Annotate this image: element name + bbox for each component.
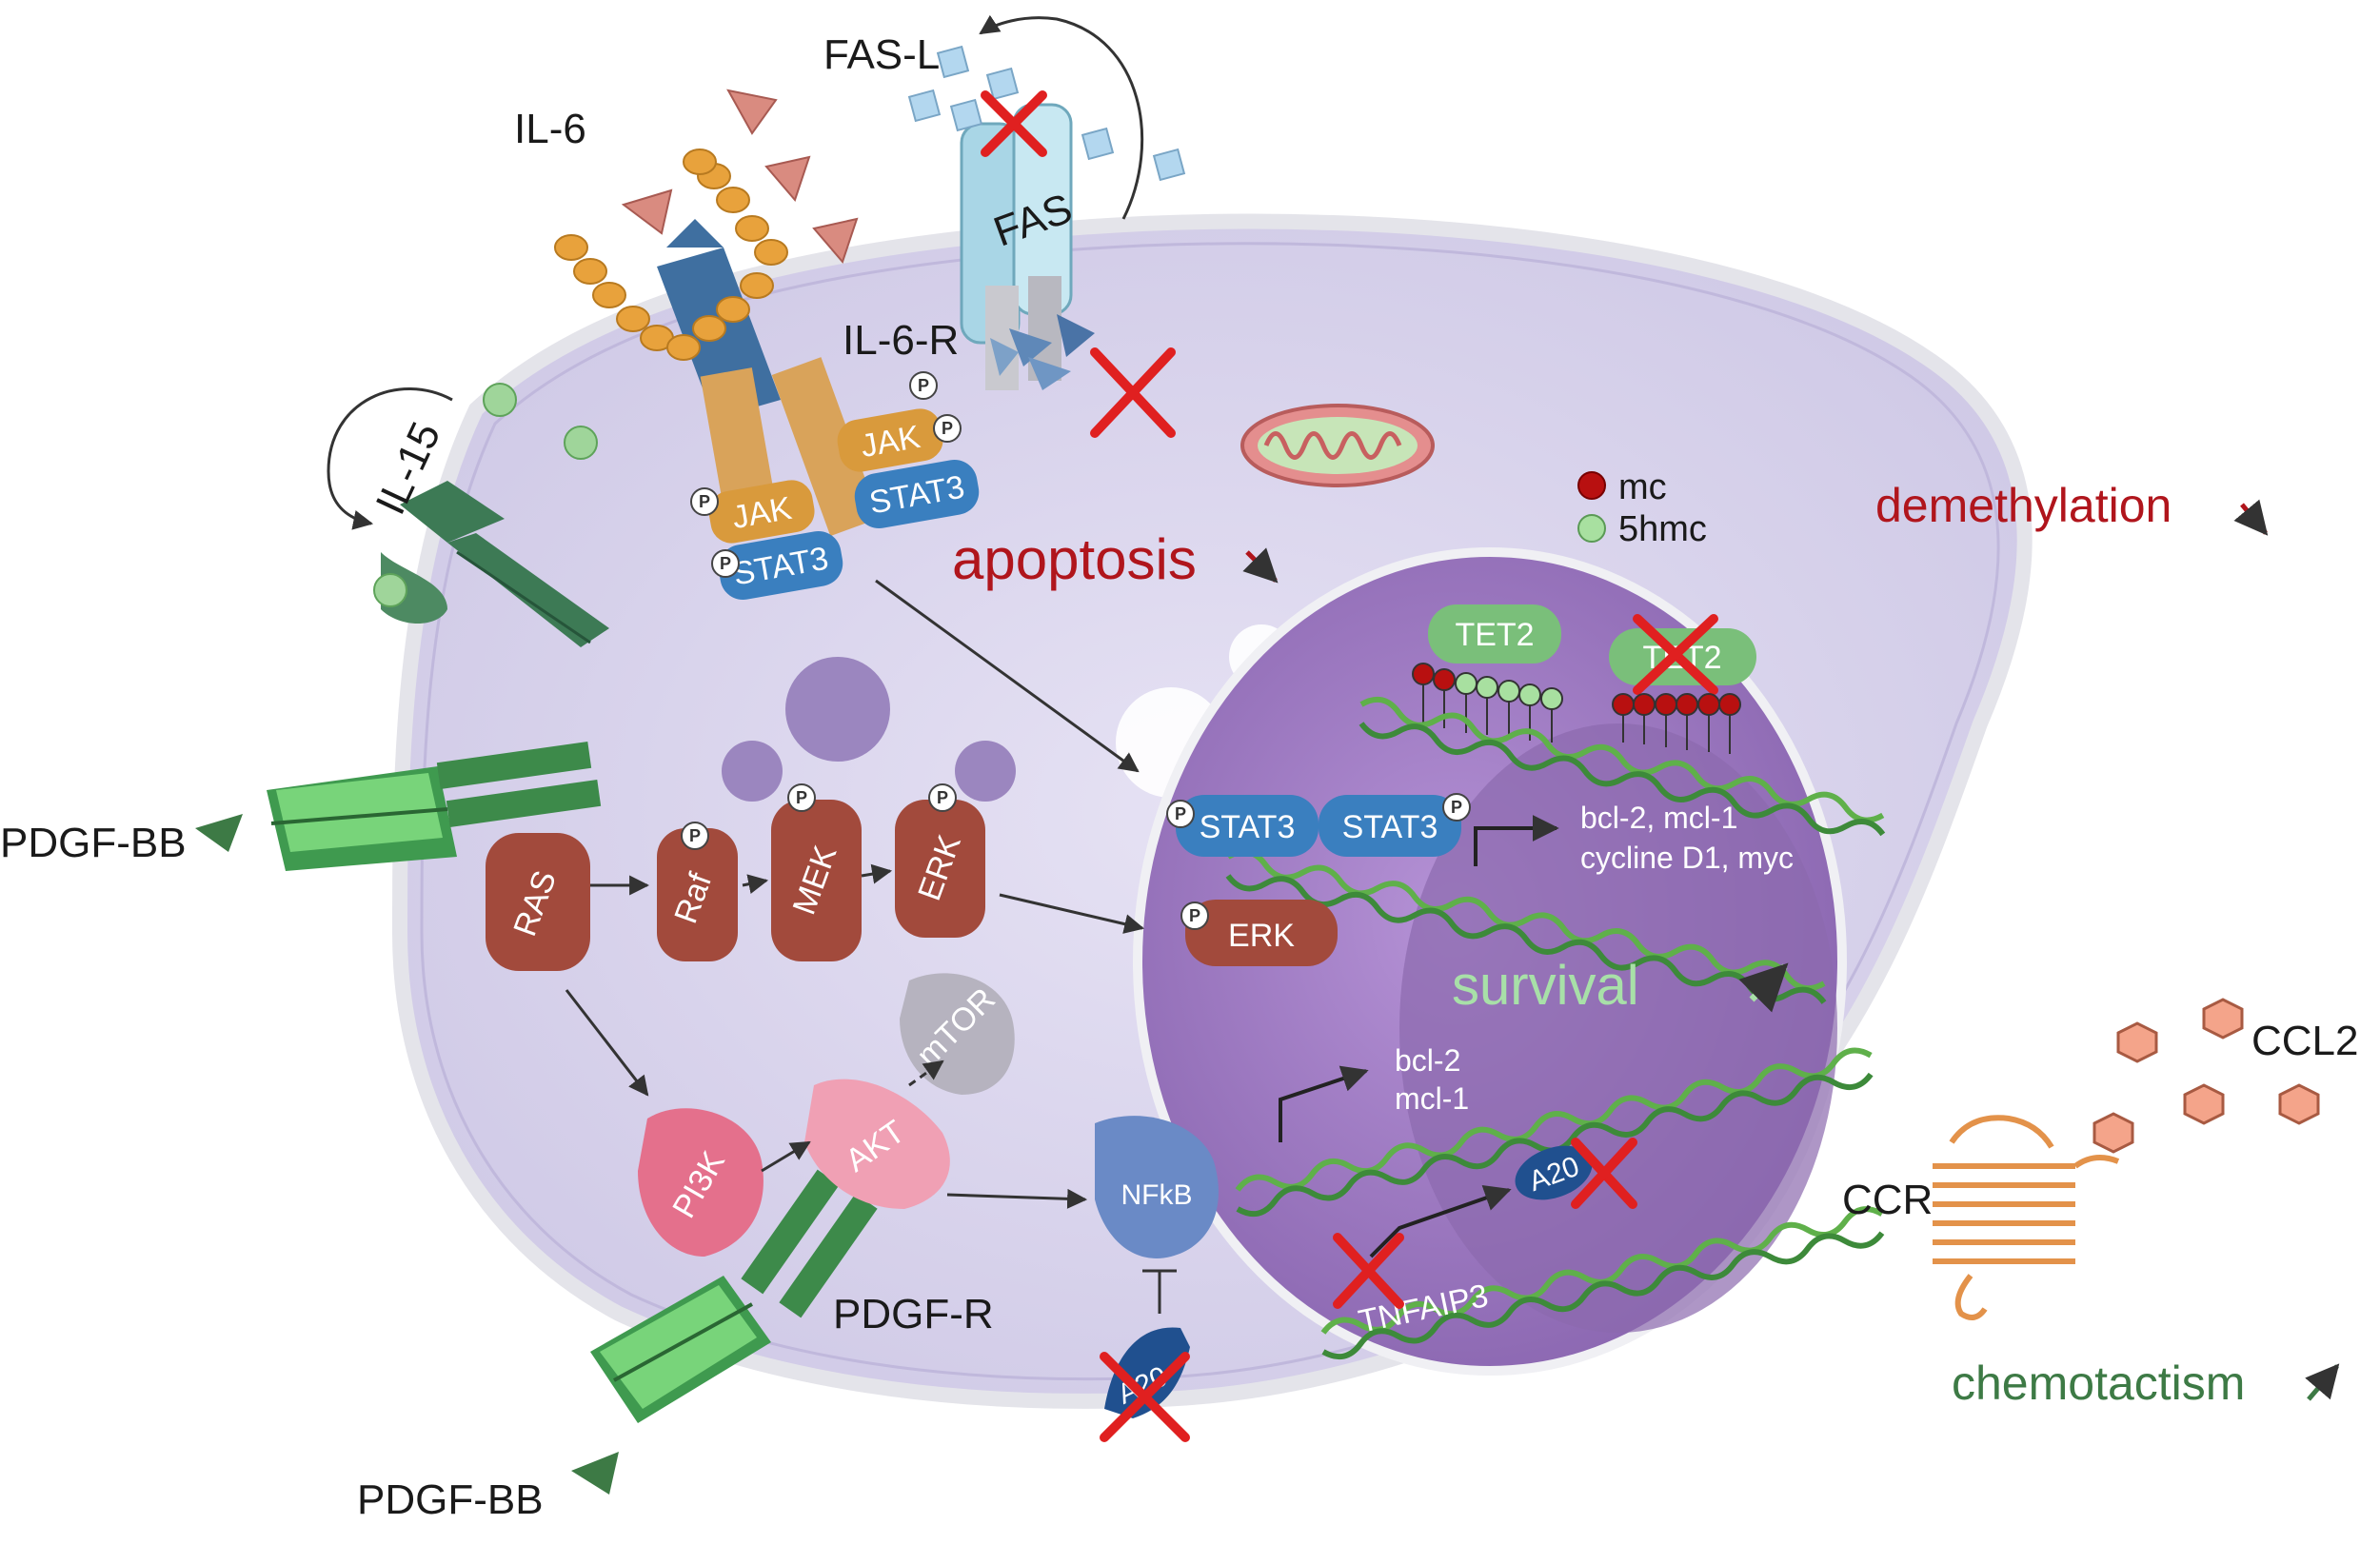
phospho-raf: P — [689, 826, 701, 845]
pdgf-receptor-lower — [590, 1169, 878, 1423]
stat3-targets-line1: bcl-2, mcl-1 — [1580, 801, 1737, 835]
pdgf-r-label: PDGF-R — [833, 1291, 994, 1337]
pdgf-bb-label-upper: PDGF-BB — [0, 820, 187, 866]
fas-death-domain-blocked-x — [1090, 347, 1176, 438]
raf: Raf P — [657, 822, 738, 961]
ccl2-label: CCL2 — [2251, 1018, 2359, 1064]
phospho-jak-right-2: P — [942, 419, 953, 438]
pdgf-bb-ligand-lower — [571, 1452, 619, 1495]
il6-label: IL-6 — [514, 106, 586, 152]
demethylation-label: demethylation — [1875, 479, 2172, 532]
phospho-stat3-nuclear-left: P — [1175, 804, 1186, 823]
pi3k: PI3K — [638, 1108, 764, 1257]
tet2-active: TET2 — [1428, 604, 1561, 664]
stat3-targets-line2: cycline D1, myc — [1580, 841, 1794, 875]
nfkb: NFkB — [1095, 1116, 1219, 1258]
tet2-blocked-x — [1633, 614, 1718, 695]
il6-ligands — [621, 89, 859, 264]
stat3-dimer-nuclear: STAT3 STAT3 P P — [1166, 793, 1471, 857]
apoptosis-label: apoptosis — [952, 527, 1197, 591]
nfkb-targets-line2: mcl-1 — [1395, 1081, 1469, 1116]
a20-nuclear: A20 — [1515, 1145, 1593, 1200]
signaling-arrows — [565, 579, 1145, 1209]
nucleolus — [1399, 723, 1837, 1333]
phospho-jak-right-1: P — [918, 376, 929, 395]
il6-receptor — [554, 149, 880, 537]
phospho-stat3-left: P — [720, 554, 731, 573]
mitochondrion — [1240, 404, 1435, 487]
il6r-label: IL-6-R — [843, 317, 959, 364]
a20-nuclear-blocked-x — [1571, 1138, 1637, 1209]
ccr-receptor — [1933, 1115, 2120, 1320]
legend-mc-dot — [1577, 471, 1606, 500]
methylation-marks-left — [1412, 663, 1563, 743]
fas-l-autocrine-arrow — [979, 14, 1144, 220]
phospho-jak-left: P — [699, 492, 710, 511]
ras: RAS — [486, 833, 590, 971]
tet2-active-label: TET2 — [1455, 617, 1534, 653]
mek: MEK P — [771, 783, 862, 961]
legend-mc-label: mc — [1618, 467, 1667, 507]
chemotactism-up-arrow — [2305, 1363, 2340, 1401]
fas-receptor: FAS — [960, 103, 1078, 390]
demethylation-down-arrow — [2233, 499, 2269, 536]
jak-stat3-left: JAK STAT3 P P — [690, 480, 843, 601]
pdgf-receptor-upper — [267, 742, 602, 871]
nfkb-transcription-arrow — [1279, 1065, 1369, 1142]
il15-ligands — [373, 383, 598, 607]
tnfaip3-transcription-arrow — [1369, 1185, 1512, 1258]
nfkb-label: NFkB — [1121, 1179, 1193, 1211]
il15-autocrine-arrow — [327, 387, 453, 530]
ccl2-ligands — [2092, 998, 2320, 1154]
erk-cytoplasm: ERK P — [895, 783, 985, 938]
stat3-nuclear-left-label: STAT3 — [1200, 809, 1296, 845]
jak-stat3-right: JAK STAT3 P P — [837, 371, 980, 529]
fas-l-label: FAS-L — [823, 31, 940, 78]
legend-5hmc-label: 5hmc — [1618, 509, 1707, 549]
erk-nuclear: ERK P — [1180, 900, 1338, 966]
fas-l-blocked-x — [981, 90, 1047, 157]
methylation-marks-right — [1612, 693, 1741, 754]
ccr-label: CCR — [1842, 1177, 1933, 1223]
pdgf-bb-label-lower: PDGF-BB — [357, 1476, 544, 1523]
legend-5hmc-dot — [1577, 514, 1606, 543]
chemotactism-label: chemotactism — [1952, 1357, 2245, 1410]
phospho-mek: P — [796, 788, 807, 807]
pdgf-bb-ligand-upper — [195, 814, 243, 852]
a20-cytoplasm-blocked-x — [1100, 1352, 1190, 1442]
apoptosis-down-arrow — [1242, 547, 1279, 584]
death-domain — [990, 314, 1095, 390]
phospho-stat3-nuclear-right: P — [1451, 798, 1462, 817]
phospho-erk: P — [937, 788, 948, 807]
stat3-transcription-arrow — [1474, 815, 1559, 866]
akt: AKT — [804, 1079, 950, 1209]
nfkb-targets-line1: bcl-2 — [1395, 1043, 1460, 1078]
tnfaip3-blocked-x — [1333, 1233, 1404, 1309]
stat3-nuclear-right-label: STAT3 — [1342, 809, 1438, 845]
survival-label: survival — [1452, 955, 1639, 1017]
dna-strands — [1225, 696, 1886, 1360]
fas-l-ligands — [907, 45, 1186, 182]
survival-up-arrow — [1738, 962, 1789, 1013]
phospho-erk-nuclear: P — [1189, 906, 1200, 925]
erk-nuclear-label: ERK — [1228, 918, 1295, 954]
